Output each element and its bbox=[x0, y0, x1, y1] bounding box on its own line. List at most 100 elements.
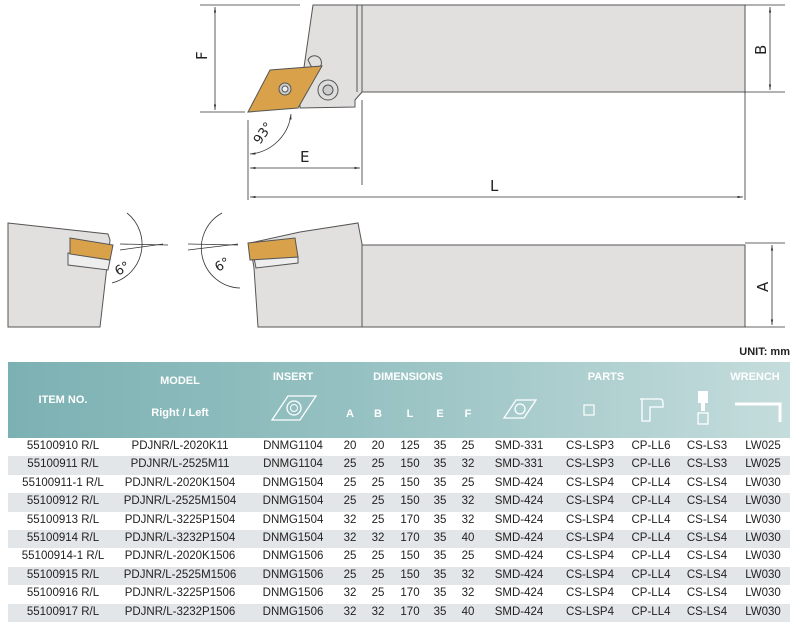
screw-icon bbox=[697, 391, 709, 425]
cell-insert: DNMG1506 bbox=[262, 587, 324, 600]
cell-model: PDJNR/L-2020K11 bbox=[131, 440, 229, 452]
cell-shim-screw: CS-LSP4 bbox=[566, 568, 614, 581]
cell-item-no: 55100917 R/L bbox=[26, 605, 100, 618]
shim-icon bbox=[502, 399, 538, 419]
cell-wrench: LW030 bbox=[745, 605, 781, 618]
angle-label-93: 93° bbox=[251, 120, 277, 147]
cell-insert: DNMG1504 bbox=[262, 495, 324, 508]
cell-dim-b: 25 bbox=[371, 495, 385, 508]
cell-dim-f: 40 bbox=[461, 605, 475, 618]
cell-dim-f: 32 bbox=[461, 513, 475, 526]
cell-dim-f: 32 bbox=[461, 587, 475, 600]
cell-clamp-screw: CS-LS4 bbox=[686, 495, 728, 508]
cell-shim-screw: CS-LSP3 bbox=[566, 458, 614, 471]
cell-clamp: CP-LL4 bbox=[631, 476, 671, 489]
cell-model: PDJNR/L-3225P1506 bbox=[124, 587, 236, 600]
cell-dim-a: 20 bbox=[343, 440, 357, 452]
cell-clamp-screw: CS-LS4 bbox=[686, 587, 728, 600]
cell-dim-e: 35 bbox=[433, 476, 447, 489]
header-dim-l: L bbox=[406, 408, 414, 420]
cell-item-no: 55100912 R/L bbox=[26, 495, 100, 508]
cell-wrench: LW030 bbox=[745, 550, 781, 563]
cell-dim-f: 32 bbox=[461, 458, 475, 471]
cell-item-no: 55100911-1 R/L bbox=[22, 476, 104, 489]
header-insert: INSERT bbox=[272, 371, 314, 383]
cell-dim-l: 150 bbox=[400, 476, 420, 489]
dim-label-a: A bbox=[754, 281, 772, 292]
cell-insert: DNMG1104 bbox=[263, 440, 323, 452]
cell-shim: SMD-424 bbox=[494, 476, 544, 489]
cell-dim-f: 40 bbox=[461, 531, 475, 544]
cell-wrench: LW030 bbox=[745, 495, 781, 508]
cell-dim-e: 35 bbox=[433, 531, 447, 544]
clamp-icon bbox=[640, 398, 664, 422]
cell-dim-l: 150 bbox=[400, 495, 420, 508]
header-model-sub: Right / Left bbox=[151, 407, 209, 419]
cell-wrench: LW025 bbox=[745, 440, 781, 452]
cell-clamp-screw: CS-LS4 bbox=[686, 513, 728, 526]
cell-clamp: CP-LL6 bbox=[631, 440, 671, 452]
header-item-no: ITEM NO. bbox=[38, 394, 88, 406]
cell-dim-l: 150 bbox=[400, 550, 420, 563]
cell-shim: SMD-424 bbox=[494, 513, 544, 526]
cell-dim-a: 25 bbox=[343, 550, 357, 563]
cell-dim-f: 25 bbox=[461, 476, 475, 489]
cell-shim: SMD-424 bbox=[494, 605, 544, 618]
cell-clamp-screw: CS-LS3 bbox=[686, 440, 728, 452]
cell-shim-screw: CS-LSP4 bbox=[566, 531, 614, 544]
hex-wrench-icon bbox=[735, 402, 782, 422]
angle-label-6-left: 6° bbox=[113, 259, 133, 279]
cell-clamp-screw: CS-LS4 bbox=[686, 550, 728, 563]
cell-shim-screw: CS-LSP4 bbox=[566, 476, 614, 489]
cell-model: PDJNR/L-2525M11 bbox=[130, 458, 230, 471]
cell-dim-e: 35 bbox=[433, 513, 447, 526]
cell-insert: DNMG1504 bbox=[262, 513, 324, 526]
cell-dim-b: 25 bbox=[371, 476, 385, 489]
cell-model: PDJNR/L-2020K1504 bbox=[124, 476, 236, 489]
cell-dim-l: 150 bbox=[400, 458, 420, 471]
cell-insert: DNMG1506 bbox=[262, 605, 324, 618]
cell-item-no: 55100914-1 R/L bbox=[21, 550, 105, 563]
dim-label-l: L bbox=[490, 177, 499, 195]
cell-dim-a: 32 bbox=[343, 605, 357, 618]
shank-side-view bbox=[361, 244, 746, 328]
cell-insert: DNMG1104 bbox=[263, 458, 323, 471]
header-wrench: WRENCH bbox=[730, 371, 780, 383]
cell-dim-a: 32 bbox=[343, 587, 357, 600]
cell-dim-l: 170 bbox=[400, 513, 420, 526]
side-view-left bbox=[7, 222, 111, 328]
cell-clamp: CP-LL4 bbox=[631, 605, 671, 618]
cell-shim-screw: CS-LSP3 bbox=[566, 440, 614, 452]
cell-dim-e: 35 bbox=[433, 605, 447, 618]
cell-clamp: CP-LL4 bbox=[631, 587, 671, 600]
cell-shim: SMD-424 bbox=[494, 587, 544, 600]
cell-shim-screw: CS-LSP4 bbox=[566, 605, 614, 618]
insert-icon bbox=[270, 395, 318, 421]
cell-shim-screw: CS-LSP4 bbox=[566, 495, 614, 508]
cell-item-no: 55100911 R/L bbox=[27, 458, 99, 471]
cell-dim-f: 32 bbox=[461, 495, 475, 508]
cell-shim-screw: CS-LSP4 bbox=[566, 587, 614, 600]
cell-item-no: 55100913 R/L bbox=[26, 513, 100, 526]
cell-wrench: LW030 bbox=[745, 476, 781, 489]
cell-dim-e: 35 bbox=[433, 568, 447, 581]
cell-dim-a: 25 bbox=[343, 495, 357, 508]
spec-table: ITEM NO. MODEL Right / Left INSERT DIMEN… bbox=[8, 362, 790, 622]
cell-dim-b: 25 bbox=[371, 587, 385, 600]
cell-clamp: CP-LL4 bbox=[631, 550, 671, 563]
cell-dim-a: 25 bbox=[343, 476, 357, 489]
cell-dim-e: 35 bbox=[433, 458, 447, 471]
cell-dim-b: 25 bbox=[371, 568, 385, 581]
cell-dim-a: 32 bbox=[343, 531, 357, 544]
cell-dim-e: 35 bbox=[433, 550, 447, 563]
cell-dim-a: 32 bbox=[343, 513, 357, 526]
cell-dim-b: 25 bbox=[371, 550, 385, 563]
cell-model: PDJNR/L-3232P1504 bbox=[124, 531, 236, 544]
header-dim-f: F bbox=[464, 408, 472, 420]
